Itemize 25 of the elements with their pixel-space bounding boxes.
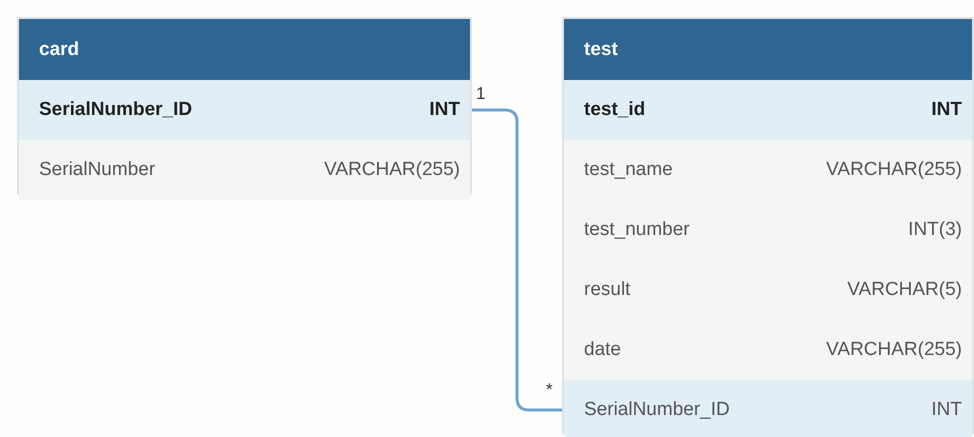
entity-table — [562, 17, 974, 434]
column-name: date — [584, 339, 621, 361]
column-name: SerialNumber — [39, 159, 156, 181]
table-row — [564, 380, 972, 437]
relationship-line — [470, 108, 564, 412]
column-type: VARCHAR(255) — [324, 159, 460, 181]
column-type: INT — [931, 399, 962, 421]
column-name: SerialNumber_ID — [39, 99, 192, 121]
column-type: INT — [931, 99, 962, 121]
column-type: INT(3) — [908, 219, 962, 241]
column-type: INT — [429, 99, 460, 121]
column-name: test_id — [584, 99, 646, 121]
table-header: card — [19, 19, 470, 80]
table-row — [564, 80, 972, 140]
cardinality-label: * — [546, 380, 553, 400]
column-type: VARCHAR(5) — [847, 279, 962, 301]
column-name: test_name — [584, 159, 673, 181]
table-row — [19, 80, 470, 140]
column-name: SerialNumber_ID — [584, 399, 730, 421]
cardinality-label: 1 — [476, 84, 486, 104]
column-name: result — [584, 279, 630, 301]
table-header: test — [564, 19, 972, 80]
column-name: test_number — [584, 219, 690, 241]
column-type: VARCHAR(255) — [826, 159, 962, 181]
column-type: VARCHAR(255) — [826, 339, 962, 361]
